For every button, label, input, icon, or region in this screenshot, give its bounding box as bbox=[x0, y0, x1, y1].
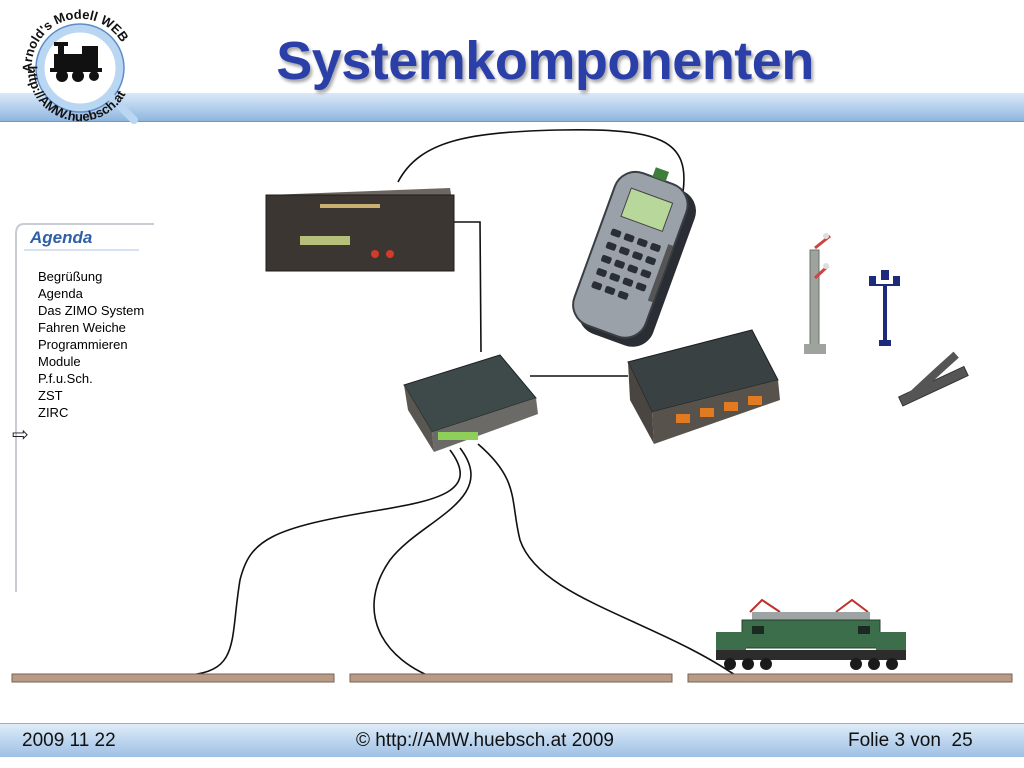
agenda-item[interactable]: Programmieren bbox=[38, 337, 128, 352]
amw-logo: Arnold's Modell WEB http://AMW.huebsch.a… bbox=[20, 7, 138, 124]
agenda-title: Agenda bbox=[30, 228, 93, 247]
locomotive-icon bbox=[50, 42, 102, 82]
footer-band bbox=[0, 723, 1024, 757]
turnout-track-icon bbox=[897, 351, 969, 407]
footer-page-number: Folie 3 von 25 bbox=[848, 730, 973, 751]
footer-copyright: © http://AMW.huebsch.at 2009 bbox=[356, 730, 614, 751]
command-station bbox=[265, 188, 455, 272]
agenda-item[interactable]: Das ZIMO System bbox=[38, 303, 145, 318]
footer-date: 2009 11 22 bbox=[22, 730, 116, 751]
agenda-item[interactable]: Module bbox=[38, 354, 81, 369]
semaphore-signal-icon bbox=[804, 233, 831, 354]
agenda-item[interactable]: Agenda bbox=[38, 286, 83, 301]
cables bbox=[189, 128, 746, 683]
central-unit bbox=[403, 354, 538, 452]
title-band bbox=[0, 93, 1024, 122]
accessory-decoder-module bbox=[627, 329, 780, 444]
handheld-throttle bbox=[572, 167, 696, 347]
agenda-item[interactable]: P.f.u.Sch. bbox=[38, 371, 93, 386]
agenda-frame bbox=[15, 223, 154, 592]
agenda-item[interactable]: Fahren Weiche bbox=[38, 320, 126, 335]
electric-locomotive-icon bbox=[716, 598, 906, 670]
slide-title: Systemkomponenten bbox=[276, 31, 814, 91]
agenda-item[interactable]: Begrüßung bbox=[38, 269, 103, 284]
agenda-item[interactable]: ZST bbox=[38, 388, 63, 403]
current-section-arrow-icon: ⇨ bbox=[12, 424, 29, 446]
track-segments bbox=[11, 673, 1013, 683]
street-lamp-icon bbox=[869, 270, 900, 346]
agenda-list: Begrüßung Agenda Das ZIMO System Fahren … bbox=[38, 268, 144, 421]
agenda-item[interactable]: ZIRC bbox=[38, 405, 69, 420]
